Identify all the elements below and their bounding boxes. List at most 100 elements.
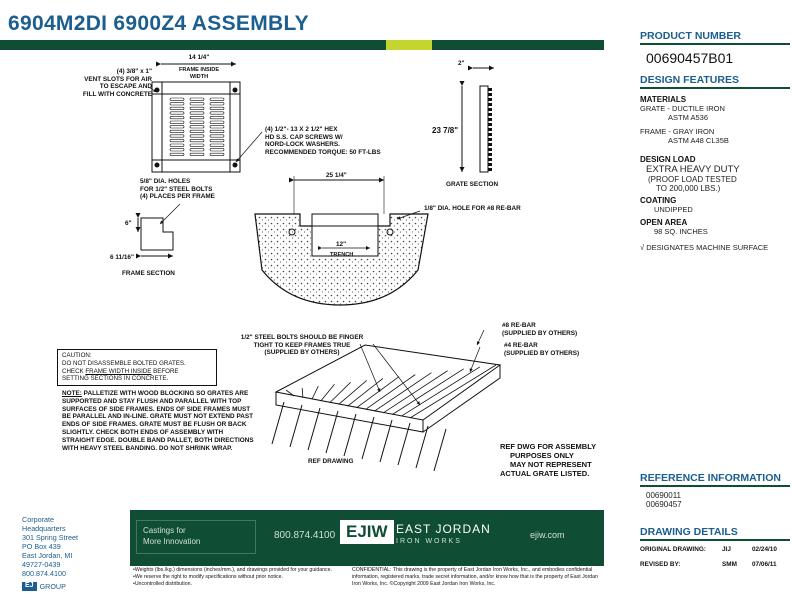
grate-spec: ASTM A536 (668, 113, 709, 122)
brand-sub: IRON WORKS (396, 538, 462, 545)
grate-slots (169, 97, 225, 156)
grate-bar (391, 368, 464, 415)
grate-slot (189, 152, 205, 156)
rebar-rod (325, 410, 339, 454)
grate-tooth (488, 163, 492, 166)
grate-bar (311, 385, 319, 400)
trench-label: TRENCH (330, 252, 354, 258)
reference-header: REFERENCE INFORMATION (640, 472, 790, 487)
ejiw-logo: EJIW (340, 520, 394, 544)
grate-slot (189, 102, 205, 106)
address-line: PO Box 439 (22, 542, 61, 551)
corporate-address: Corporate Headquarters 301 Spring Street… (22, 515, 78, 591)
grate-slot (189, 134, 205, 138)
palletize-line: STRAIGHT EDGE. DOUBLE BAND PALLET, BOTH … (62, 436, 254, 444)
rebar4-note: #4 RE-BAR (SUPPLIED BY OTHERS) (504, 342, 579, 357)
rebar-rod (289, 404, 303, 448)
grate-slot (209, 116, 225, 120)
grate-slot (209, 152, 225, 156)
grate-tooth (488, 168, 492, 171)
palletize-line: SURFACES OF SIDE FRAMES. ENDS OF SIDE FR… (62, 405, 251, 413)
grate-slot (189, 129, 205, 133)
frame-width-dimension: 14 1/4" (188, 54, 210, 61)
rebar-rod (433, 428, 447, 472)
grate-slot (209, 97, 225, 101)
grate-tooth (488, 108, 492, 111)
grate-slot (169, 139, 185, 143)
original-drawing-label: ORIGINAL DRAWING: (640, 546, 706, 553)
caution-box: CAUTION: DO NOT DISASSEMBLE BOLTED GRATE… (57, 349, 217, 386)
grate-slot (209, 111, 225, 115)
grate-slot (169, 120, 185, 124)
design-load-note-2: TO 200,000 LBS.) (656, 184, 721, 193)
grate-bar (356, 376, 400, 409)
grate-tooth (488, 98, 492, 101)
grate-bar (383, 370, 448, 414)
trench-section-view (254, 176, 429, 306)
rebar-rod (343, 413, 357, 457)
grate-slot (169, 97, 185, 101)
palletize-line: NOTE: PALLETIZE WITH WOOD BLOCKING SO GR… (62, 390, 262, 398)
revised-by-label: REVISED BY: (640, 561, 681, 568)
drawing-details-header: DRAWING DETAILS (640, 526, 790, 541)
coating-value: UNDIPPED (654, 205, 693, 214)
grate-bar (301, 388, 304, 398)
grate-slot (169, 116, 185, 120)
brand-name: EAST JORDAN (396, 522, 491, 536)
grate-bar (338, 380, 368, 405)
grate-slot (209, 120, 225, 124)
grate-bar (285, 389, 295, 397)
bolts-note-line: 1/2" STEEL BOLTS SHOULD BE FINGER (240, 334, 364, 341)
drawing-details: DRAWING DETAILS ORIGINAL DRAWING: JIJ 02… (640, 526, 790, 568)
caution-line: DO NOT DISASSEMBLE BOLTED GRATES. (62, 359, 186, 367)
grate-slot (209, 125, 225, 129)
footer-notes: •Weights (lbs./kg.) dimensions (inches/m… (133, 567, 343, 587)
ref-disclaimer-line: MAY NOT REPRESENT (510, 460, 592, 469)
grate-tooth (488, 148, 492, 151)
address-line: East Jordan, MI (22, 551, 73, 560)
grate-slot (209, 106, 225, 110)
grate-slot (189, 143, 205, 147)
rebar4-line: (SUPPLIED BY OTHERS) (504, 349, 580, 357)
palletize-label: NOTE: (62, 390, 82, 397)
palletize-line: WITH HEAVY STEEL BANDING. DO NOT SHRINK … (62, 444, 233, 452)
grate-slot (209, 134, 225, 138)
trench-width-dimension: 25 1/4" (326, 172, 347, 179)
ref-disclaimer-line: ACTUAL GRATE LISTED. (500, 469, 590, 478)
ej-logo-icon: EJ (22, 582, 37, 591)
rebar-rod (307, 407, 321, 451)
ref-drawing-label: REF DRAWING (308, 458, 354, 465)
palletize-text: PALLETIZE WITH WOOD BLOCKING SO GRATES A… (81, 390, 249, 397)
grate-tooth (488, 103, 492, 106)
ref-disclaimer-line: PURPOSES ONLY (510, 451, 574, 460)
design-features-header: DESIGN FEATURES (640, 74, 790, 89)
rebar8-line: (SUPPLIED BY OTHERS) (502, 329, 578, 337)
reference-item: 00690011 (646, 491, 681, 500)
design-load-value: EXTRA HEAVY DUTY (646, 164, 740, 175)
grate-bar (400, 366, 481, 417)
rebar-rods (271, 401, 447, 472)
footer-note: •Weights (lbs./kg.) dimensions (inches/m… (133, 567, 332, 573)
reference-section: REFERENCE INFORMATION 00690011 00690457 (640, 472, 790, 509)
grate-tooth (488, 93, 492, 96)
grate-tooth (488, 153, 492, 156)
grate-slot (209, 143, 225, 147)
footer-note: •Uncontrolled distribution. (133, 580, 192, 587)
frame-section-view (135, 203, 181, 259)
frame-depth-dimension: 6" (125, 220, 132, 227)
grate-slot (169, 134, 185, 138)
group-logo: EJ GROUP (22, 582, 78, 591)
rebar8-note: #8 RE-BAR (SUPPLIED BY OTHERS) (502, 322, 577, 337)
rebar4-line: #4 RE-BAR (504, 342, 538, 349)
grate-height-dimension: 23 7/8" (432, 126, 459, 135)
original-drawing-date: 02/24/10 (752, 546, 777, 553)
grate-section-teeth (488, 88, 492, 171)
caution-line: SETTING SECTIONS IN CONCRETE. (62, 375, 169, 383)
grate-tooth (488, 158, 492, 161)
design-load-note-1: (PROOF LOAD TESTED (648, 175, 737, 184)
grate-slot (209, 139, 225, 143)
frame-section-label: FRAME SECTION (122, 270, 175, 277)
caution-line: CHECK FRAME WIDTH INSIDE BEFORE (62, 368, 212, 376)
grate-slot (209, 148, 225, 152)
grate-bar (365, 374, 416, 410)
